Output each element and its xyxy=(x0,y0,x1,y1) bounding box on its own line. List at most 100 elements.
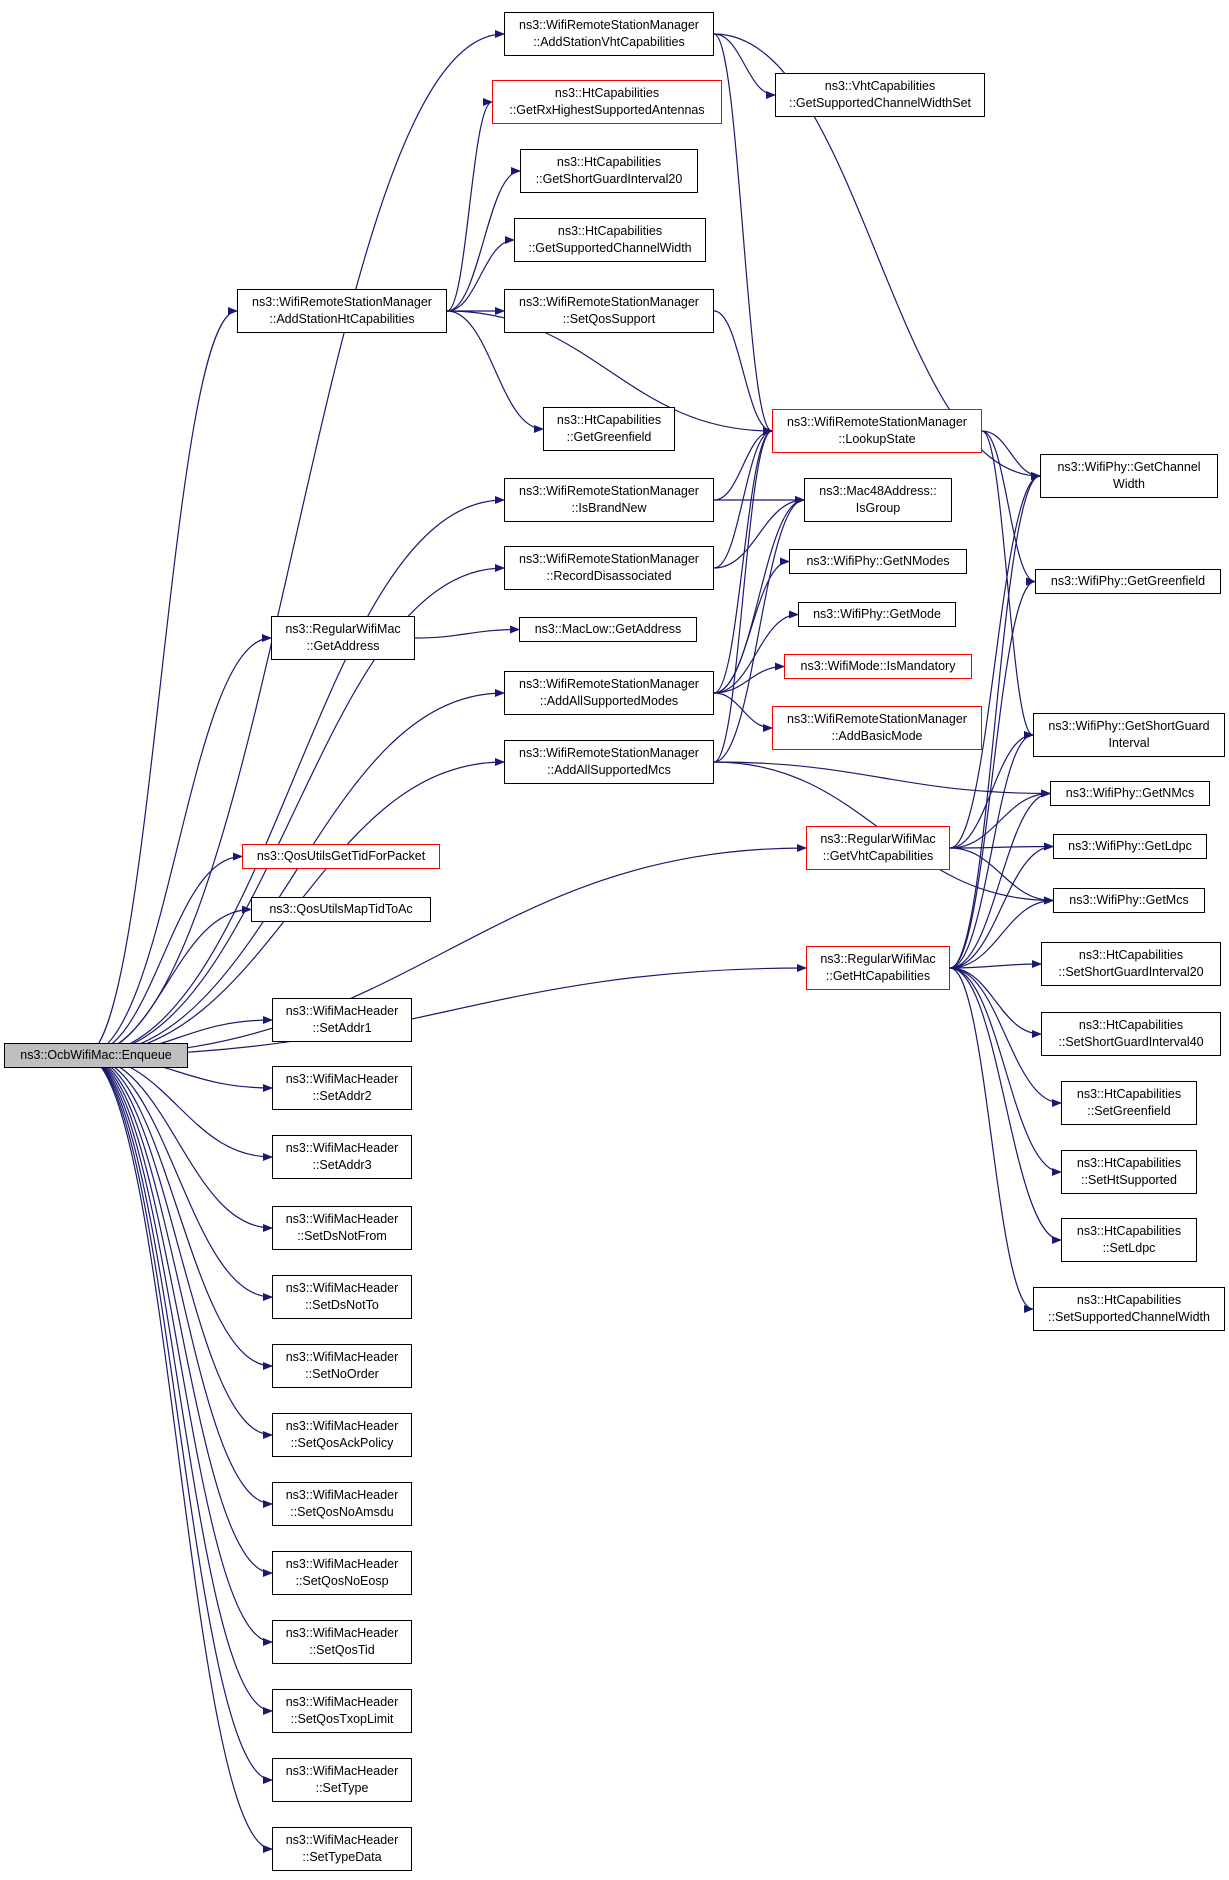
node-phy-nmcs[interactable]: ns3::WifiPhy::GetNMcs xyxy=(1050,781,1210,806)
node-label-line: ns3::WifiPhy::GetChannel xyxy=(1057,460,1201,474)
node-ht-chw[interactable]: ns3::HtCapabilities::GetSupportedChannel… xyxy=(514,218,706,262)
edge-record-disassoc-to-mac48-isgroup xyxy=(713,496,805,569)
node-label-line: ns3::HtCapabilities xyxy=(556,413,662,427)
node-ht-set-greenfield[interactable]: ns3::HtCapabilities::SetGreenfield xyxy=(1061,1081,1197,1125)
edge-enqueue-to-set-qos-tid xyxy=(83,1054,273,1646)
node-label-line: ns3::WifiRemoteStationManager xyxy=(519,18,699,32)
node-label-line: ns3::OcbWifiMac::Enqueue xyxy=(20,1048,172,1062)
node-add-sta-ht[interactable]: ns3::WifiRemoteStationManager::AddStatio… xyxy=(237,289,447,333)
edge-add-sta-vht-to-phy-chw xyxy=(713,33,1041,480)
node-label-line: ns3::WifiMacHeader xyxy=(285,1695,399,1709)
node-label-line: ns3::WifiRemoteStationManager xyxy=(519,677,699,691)
node-phy-mcs[interactable]: ns3::WifiPhy::GetMcs xyxy=(1053,888,1205,913)
node-maclow-getaddr[interactable]: ns3::MacLow::GetAddress xyxy=(519,617,697,642)
node-set-no-order[interactable]: ns3::WifiMacHeader::SetNoOrder xyxy=(272,1344,412,1388)
node-label-line: ns3::WifiPhy::GetNMcs xyxy=(1065,786,1195,800)
edge-reg-vht-to-phy-chw xyxy=(949,472,1041,849)
edge-enqueue-to-reg-vht xyxy=(83,844,807,1057)
node-label-line: ns3::WifiRemoteStationManager xyxy=(519,552,699,566)
node-set-qos-noeosp[interactable]: ns3::WifiMacHeader::SetQosNoEosp xyxy=(272,1551,412,1595)
edge-enqueue-to-set-qos-txop xyxy=(83,1054,273,1715)
node-phy-getmode[interactable]: ns3::WifiPhy::GetMode xyxy=(798,602,956,627)
edge-enqueue-to-set-type xyxy=(83,1054,273,1784)
node-ht-rx-ant[interactable]: ns3::HtCapabilities::GetRxHighestSupport… xyxy=(492,80,722,124)
node-set-qos[interactable]: ns3::WifiRemoteStationManager::SetQosSup… xyxy=(504,289,714,333)
node-label-line: ns3::WifiMacHeader xyxy=(285,1281,399,1295)
edge-enqueue-to-set-qos-ack xyxy=(83,1054,273,1439)
node-set-type[interactable]: ns3::WifiMacHeader::SetType xyxy=(272,1758,412,1802)
node-label-line: Interval xyxy=(1108,736,1150,750)
node-label-line: ns3::WifiPhy::GetLdpc xyxy=(1068,839,1192,853)
edge-reg-ht-to-ht-set-ldpc xyxy=(949,967,1062,1244)
node-label-line: ns3::RegularWifiMac xyxy=(820,952,936,966)
node-is-brand-new[interactable]: ns3::WifiRemoteStationManager::IsBrandNe… xyxy=(504,478,714,522)
node-add-all-modes[interactable]: ns3::WifiRemoteStationManager::AddAllSup… xyxy=(504,671,714,715)
node-ht-set-sgi40[interactable]: ns3::HtCapabilities::SetShortGuardInterv… xyxy=(1041,1012,1221,1056)
node-set-ds-not-from[interactable]: ns3::WifiMacHeader::SetDsNotFrom xyxy=(272,1206,412,1250)
edge-reg-ht-to-ht-set-chw xyxy=(949,967,1034,1313)
node-label-line: ::GetShortGuardInterval20 xyxy=(535,172,683,186)
node-label-line: ns3::WifiRemoteStationManager xyxy=(787,712,967,726)
node-label-line: ns3::WifiMacHeader xyxy=(285,1350,399,1364)
node-lookup-state[interactable]: ns3::WifiRemoteStationManager::LookupSta… xyxy=(772,409,982,453)
node-phy-greenfield[interactable]: ns3::WifiPhy::GetGreenfield xyxy=(1035,569,1221,594)
edge-enqueue-to-set-ds-not-to xyxy=(83,1054,273,1301)
edge-add-all-modes-to-lookup-state xyxy=(713,427,773,694)
node-set-qos-noamsdu[interactable]: ns3::WifiMacHeader::SetQosNoAmsdu xyxy=(272,1482,412,1526)
node-ht-set-supported[interactable]: ns3::HtCapabilities::SetHtSupported xyxy=(1061,1150,1197,1194)
node-mode-mandatory[interactable]: ns3::WifiMode::IsMandatory xyxy=(784,654,972,679)
node-label-line: ::SetQosTxopLimit xyxy=(290,1712,394,1726)
node-qos-tid-pkt[interactable]: ns3::QosUtilsGetTidForPacket xyxy=(242,844,440,869)
node-enqueue: ns3::OcbWifiMac::Enqueue xyxy=(4,1043,188,1068)
node-reg-getaddr[interactable]: ns3::RegularWifiMac::GetAddress xyxy=(271,616,415,660)
edge-reg-ht-to-ht-set-sgi20 xyxy=(949,960,1042,969)
node-add-sta-vht[interactable]: ns3::WifiRemoteStationManager::AddStatio… xyxy=(504,12,714,56)
node-ht-sgi20[interactable]: ns3::HtCapabilities::GetShortGuardInterv… xyxy=(520,149,698,193)
node-add-basic-mode[interactable]: ns3::WifiRemoteStationManager::AddBasicM… xyxy=(772,706,982,750)
node-add-all-mcs[interactable]: ns3::WifiRemoteStationManager::AddAllSup… xyxy=(504,740,714,784)
edge-add-sta-ht-to-lookup-state xyxy=(446,310,773,435)
edge-enqueue-to-reg-getaddr xyxy=(83,634,272,1057)
node-label-line: ns3::WifiMacHeader xyxy=(285,1764,399,1778)
node-label-line: ns3::Mac48Address:: xyxy=(819,484,937,498)
node-set-addr2[interactable]: ns3::WifiMacHeader::SetAddr2 xyxy=(272,1066,412,1110)
node-phy-ldpc[interactable]: ns3::WifiPhy::GetLdpc xyxy=(1053,834,1207,859)
node-reg-vht[interactable]: ns3::RegularWifiMac::GetVhtCapabilities xyxy=(806,826,950,870)
edge-reg-vht-to-phy-ldpc xyxy=(949,842,1054,851)
node-label-line: ns3::HtCapabilities xyxy=(557,224,663,238)
node-set-qos-txop[interactable]: ns3::WifiMacHeader::SetQosTxopLimit xyxy=(272,1689,412,1733)
node-ht-set-chw[interactable]: ns3::HtCapabilities::SetSupportedChannel… xyxy=(1033,1287,1225,1331)
node-mac48-isgroup[interactable]: ns3::Mac48Address::IsGroup xyxy=(804,478,952,522)
node-set-qos-ack[interactable]: ns3::WifiMacHeader::SetQosAckPolicy xyxy=(272,1413,412,1457)
node-label-line: ns3::QosUtilsMapTidToAc xyxy=(269,902,413,916)
node-label-line: ::SetSupportedChannelWidth xyxy=(1048,1310,1210,1324)
node-set-addr1[interactable]: ns3::WifiMacHeader::SetAddr1 xyxy=(272,998,412,1042)
edge-enqueue-to-add-sta-ht xyxy=(83,307,238,1057)
node-phy-nmodes[interactable]: ns3::WifiPhy::GetNModes xyxy=(789,549,967,574)
edge-add-sta-vht-to-vht-chw-set xyxy=(713,33,776,99)
node-label-line: ::SetAddr3 xyxy=(312,1158,372,1172)
node-ht-set-sgi20[interactable]: ns3::HtCapabilities::SetShortGuardInterv… xyxy=(1041,942,1221,986)
node-label-line: ::AddStationVhtCapabilities xyxy=(533,35,685,49)
node-vht-chw-set[interactable]: ns3::VhtCapabilities::GetSupportedChanne… xyxy=(775,73,985,117)
node-set-type-data[interactable]: ns3::WifiMacHeader::SetTypeData xyxy=(272,1827,412,1871)
edge-set-qos-to-lookup-state xyxy=(713,310,773,435)
node-qos-map[interactable]: ns3::QosUtilsMapTidToAc xyxy=(251,897,431,922)
node-set-addr3[interactable]: ns3::WifiMacHeader::SetAddr3 xyxy=(272,1135,412,1179)
node-label-line: ns3::WifiMacHeader xyxy=(285,1004,399,1018)
edge-add-all-modes-to-mac48-isgroup xyxy=(713,496,805,694)
node-label-line: ::GetSupportedChannelWidth xyxy=(528,241,692,255)
node-ht-set-ldpc[interactable]: ns3::HtCapabilities::SetLdpc xyxy=(1061,1218,1197,1262)
node-record-disassoc[interactable]: ns3::WifiRemoteStationManager::RecordDis… xyxy=(504,546,714,590)
node-set-qos-tid[interactable]: ns3::WifiMacHeader::SetQosTid xyxy=(272,1620,412,1664)
edge-enqueue-to-add-all-modes xyxy=(83,689,505,1057)
node-reg-ht[interactable]: ns3::RegularWifiMac::GetHtCapabilities xyxy=(806,946,950,990)
edge-reg-vht-to-phy-nmcs xyxy=(949,789,1051,849)
edge-add-sta-ht-to-ht-rx-ant xyxy=(446,98,493,312)
node-set-ds-not-to[interactable]: ns3::WifiMacHeader::SetDsNotTo xyxy=(272,1275,412,1319)
node-label-line: ns3::WifiPhy::GetMcs xyxy=(1069,893,1189,907)
node-ht-greenfield[interactable]: ns3::HtCapabilities::GetGreenfield xyxy=(543,407,675,451)
